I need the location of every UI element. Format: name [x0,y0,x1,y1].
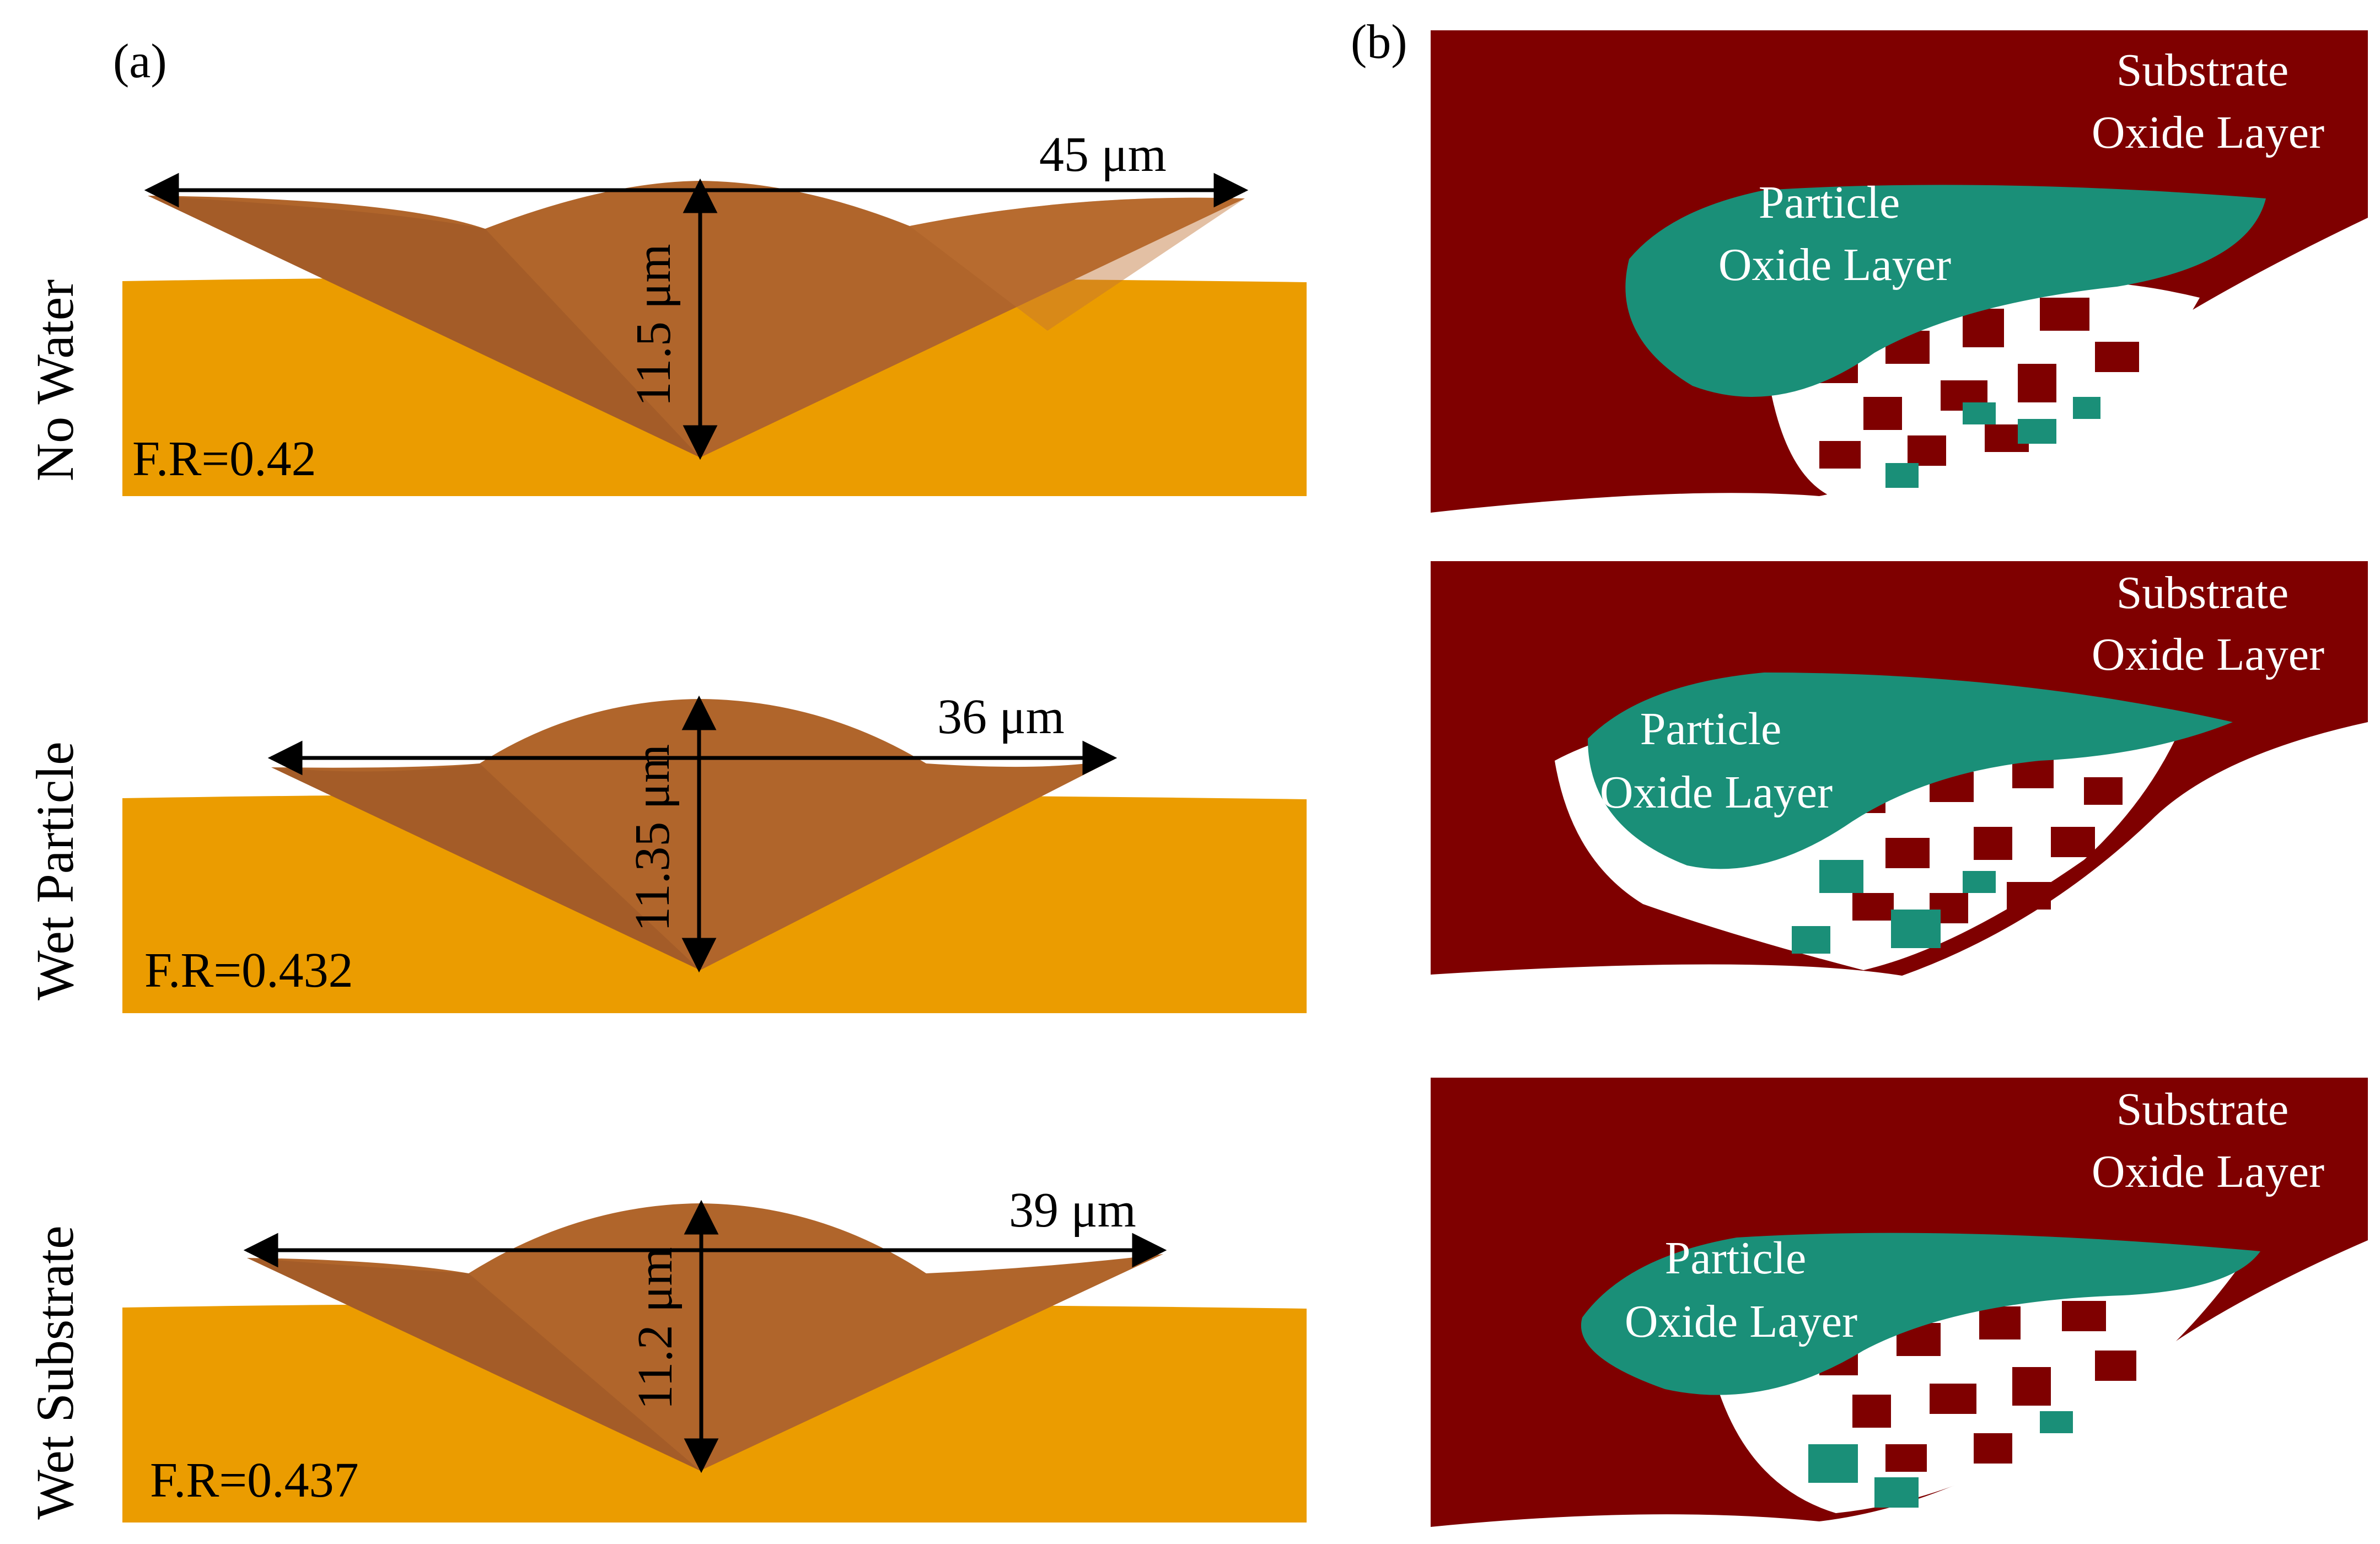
particle-oxide-label-line2: Oxide Layer [1600,767,1833,818]
particle-oxide-label-line1: Particle [1665,1233,1807,1284]
substrate-oxide-label-line1: Substrate [2116,567,2289,618]
row-2-oxide-panel: Substrate Oxide Layer Particle Oxide Lay… [1431,561,2368,976]
row-1-oxide-panel: Substrate Oxide Layer Particle Oxide Lay… [1431,30,2368,513]
fragment-cluster-green [1808,1411,2073,1508]
row-3-deformation-panel: 39 μm 11.2 μm F.R=0.437 Wet Substrate [25,1183,1307,1523]
particle-oxide-label-line1: Particle [1640,703,1782,755]
panel-label-b: (b) [1351,15,1407,69]
substrate-oxide-label-line1: Substrate [2116,1084,2289,1135]
row-3-oxide-panel: Substrate Oxide Layer Particle Oxide Lay… [1431,1078,2368,1527]
substrate-oxide-label-line1: Substrate [2116,45,2289,96]
particle-shade [271,763,700,970]
fragment-cluster-green [1792,860,1996,954]
width-label: 45 μm [1039,127,1167,182]
substrate-oxide-label-line2: Oxide Layer [2092,629,2324,680]
row-1-deformation-panel: 45 μm 11.5 μm F.R=0.42 No Water [25,127,1307,496]
row-label: Wet Particle [25,741,84,1000]
flattening-ratio-label: F.R=0.432 [144,943,353,998]
substrate-oxide-label-line2: Oxide Layer [2092,1146,2324,1197]
panel-label-a: (a) [113,35,167,88]
fragment-cluster-green [1885,397,2100,488]
particle-oxide-layer [1588,673,2233,869]
height-label: 11.35 μm [625,744,680,932]
height-label: 11.2 μm [628,1247,683,1410]
row-label: No Water [25,279,84,481]
particle-oxide-label-line2: Oxide Layer [1718,239,1951,290]
particle-oxide-label-line1: Particle [1759,177,1900,228]
width-label: 36 μm [937,690,1065,744]
flattening-ratio-label: F.R=0.42 [132,432,316,486]
particle-oxide-label-line2: Oxide Layer [1625,1296,1857,1347]
particle-shade [247,1258,700,1471]
row-2-deformation-panel: 36 μm 11.35 μm F.R=0.432 Wet Particle [25,690,1307,1013]
height-label: 11.5 μm [626,244,681,407]
substrate-oxide-label-line2: Oxide Layer [2092,107,2324,158]
particle-shade-right [910,197,1245,331]
particle-shade [148,196,700,458]
particle-oxide-layer [1581,1233,2260,1395]
particle-oxide-layer [1625,185,2266,397]
row-label: Wet Substrate [25,1225,84,1519]
width-label: 39 μm [1009,1183,1136,1238]
fragment-cluster [1819,1301,2136,1472]
flattening-ratio-label: F.R=0.437 [150,1453,359,1508]
